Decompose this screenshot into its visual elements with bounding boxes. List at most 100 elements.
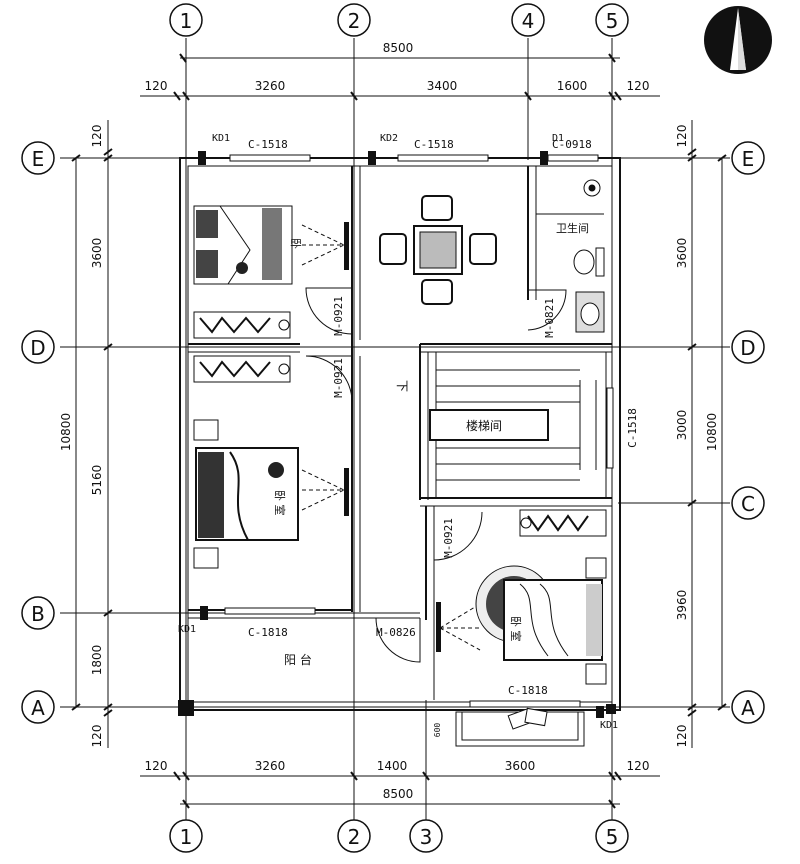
room-label-stairwell: 楼梯间 — [466, 418, 502, 433]
room-label-bedroom-c: 卧 室 — [509, 616, 523, 642]
dim-bottom-seg-1: 120 — [145, 759, 168, 773]
axis-bottom-1-label: 1 — [180, 825, 193, 849]
door-label-4: M-0921 — [442, 518, 455, 558]
bed-icon-master — [193, 419, 299, 569]
window-label-5: C-1818 — [508, 684, 548, 697]
bed-icon — [193, 205, 293, 285]
door-label-2: M-0821 — [543, 298, 556, 338]
axis-top-5-label: 5 — [606, 9, 619, 33]
tv-dashes — [301, 224, 481, 651]
axis-top-1 — [169, 3, 203, 37]
axis-left-B-label: B — [31, 602, 45, 626]
wardrobe-icon — [193, 311, 291, 383]
doors — [305, 287, 567, 663]
axis-right-D-label: D — [740, 336, 755, 360]
dim-top-seg-2: 3260 — [255, 79, 286, 93]
axis-top-4-label: 4 — [522, 9, 535, 33]
tag-kd2: KD2 — [380, 133, 398, 144]
dim-top-seg-3: 3400 — [427, 79, 458, 93]
axis-left-A-label: A — [31, 696, 45, 720]
axis-top-1-label: 1 — [180, 9, 193, 33]
tag-kd1-b: KD1 — [178, 624, 196, 635]
column-a1 — [178, 700, 194, 716]
dim-right-seg-3: 3000 — [675, 410, 689, 441]
windows — [224, 154, 614, 708]
window-label-4: C-1818 — [248, 626, 288, 639]
window-c1518-c — [606, 387, 614, 469]
dim-left-seg-5: 120 — [90, 725, 104, 748]
room-label-balcony: 阳 台 — [284, 652, 312, 667]
room-label-bedroom-a: 卧 — [289, 238, 302, 249]
dim-right-seg-1: 120 — [675, 125, 689, 148]
window-label-6: C-1518 — [626, 408, 639, 448]
dim-left-seg-4: 1800 — [90, 645, 104, 676]
room-label-bathroom: 卫生间 — [556, 221, 589, 235]
dim-bottom-seg-3: 1400 — [377, 759, 408, 773]
dimension-left — [71, 120, 113, 748]
dim-right-seg-5: 120 — [675, 725, 689, 748]
tag-kd1-a: KD1 — [212, 133, 230, 144]
window-c1818-b — [469, 700, 581, 708]
tv-c — [436, 602, 441, 652]
front-balcony — [455, 707, 585, 747]
axis-right-A-label: A — [741, 696, 755, 720]
north-arrow-icon — [704, 6, 772, 74]
axis-bottom-5-label: 5 — [606, 825, 619, 849]
axis-right-E-label: E — [742, 147, 755, 171]
axis-top-2-label: 2 — [348, 9, 361, 33]
axis-bottom-3-label: 3 — [420, 825, 433, 849]
door-label-5: M-0826 — [376, 626, 416, 639]
axis-bubbles-top: 1 2 4 5 — [169, 3, 629, 37]
axis-right-C-label: C — [741, 492, 755, 516]
wardrobe-icon-c — [519, 509, 607, 537]
axis-bottom-2-label: 2 — [348, 825, 361, 849]
dim-bottom-seg-2: 3260 — [255, 759, 286, 773]
dimension-bottom — [140, 771, 660, 809]
dim-right-seg-2: 3600 — [675, 238, 689, 269]
dim-right-total: 10800 — [705, 413, 719, 451]
tag-d1: D1 — [552, 133, 564, 144]
tv-b — [344, 468, 349, 516]
dim-right-seg-4: 3960 — [675, 590, 689, 621]
door-label-1: M-0921 — [332, 296, 345, 336]
sink-icon — [575, 291, 605, 333]
dim-left-total: 10800 — [59, 413, 73, 451]
window-label-2: C-1518 — [414, 138, 454, 151]
dim-top-seg-4: 1600 — [557, 79, 588, 93]
balcony-depth-label: 600 — [433, 723, 442, 738]
window-label-3: C-0918 — [552, 138, 592, 151]
dim-bottom-total: 8500 — [383, 787, 414, 801]
dim-top-seg-1: 120 — [145, 79, 168, 93]
dim-bottom-seg-5: 120 — [627, 759, 650, 773]
interior-walls — [188, 166, 612, 700]
stairwell — [429, 351, 607, 499]
bed-icon-c — [475, 557, 607, 685]
stair-down-label: 下 — [395, 380, 409, 392]
window-c1818-a — [224, 607, 316, 615]
dining-table-icon — [379, 195, 497, 305]
window-c1518-a — [229, 154, 311, 162]
axis-bubbles-left: E D B A — [21, 141, 55, 724]
axis-bubbles-bottom: 1 2 3 5 — [169, 819, 629, 853]
dim-left-seg-2: 3600 — [90, 238, 104, 269]
tag-kd1-c: KD1 — [600, 720, 618, 731]
dim-top-seg-5: 120 — [627, 79, 650, 93]
room-label-bedroom-b: 卧 室 — [273, 490, 287, 516]
column-a5 — [606, 704, 616, 714]
axis-left-D-label: D — [30, 336, 45, 360]
window-tags — [198, 151, 604, 718]
dim-left-seg-3: 5160 — [90, 465, 104, 496]
window-c1518-b — [397, 154, 489, 162]
door-label-3: M-0921 — [332, 358, 345, 398]
window-label-1: C-1518 — [248, 138, 288, 151]
axis-bubbles-right: E D C A — [731, 141, 765, 724]
window-c0918 — [547, 154, 599, 162]
axis-left-E-label: E — [32, 147, 45, 171]
dim-top-total: 8500 — [383, 41, 414, 55]
toilet-icon — [573, 179, 605, 277]
dimension-right — [687, 120, 727, 748]
dimension-top — [140, 53, 660, 101]
tv-a — [344, 222, 349, 270]
dim-bottom-seg-4: 3600 — [505, 759, 536, 773]
